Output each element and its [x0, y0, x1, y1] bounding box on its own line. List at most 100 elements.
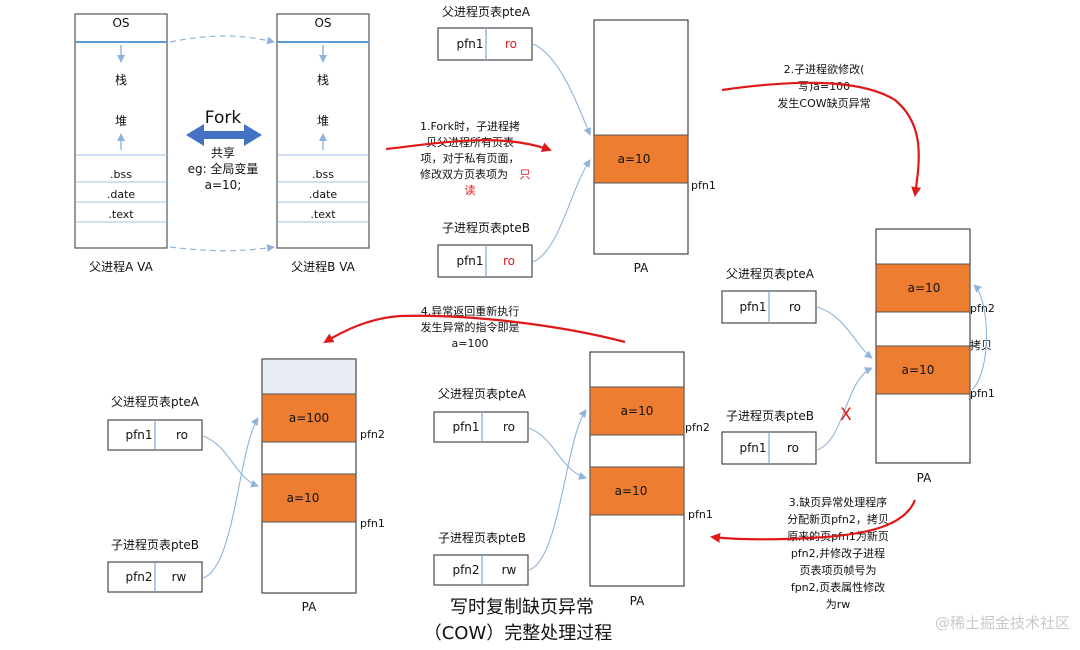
va-a-caption: 父进程A VA: [89, 259, 153, 274]
stage1-flow-arrow: [385, 139, 552, 153]
stage3: 父进程页表pteA pfn1 ro 子进程页表pteB pfn1 ro a=10…: [710, 228, 995, 611]
mid-page2-value: a=10: [621, 404, 654, 418]
mid-pte-a-pfn: pfn1: [452, 420, 479, 434]
stage3-page-pfn2: [875, 263, 971, 313]
stage3-flow-arrow: [710, 499, 917, 543]
stage4-pte-b-title: 子进程页表pteB: [111, 537, 199, 552]
stage-mid: 父进程页表pteA pfn1 ro 子进程页表pteB pfn2 rw a=10…: [433, 351, 713, 608]
stage1-note-red1: 只: [520, 168, 531, 181]
fork-share: 共享: [211, 145, 235, 160]
stage3-pte-a-link: [816, 306, 873, 359]
stage1-pa-caption: PA: [634, 261, 649, 275]
va-b-stack: 栈: [317, 72, 329, 87]
stage1-pte-a-attr: ro: [505, 37, 517, 51]
stage1-pte-b-attr: ro: [503, 254, 515, 268]
va-a-date: .date: [107, 188, 136, 201]
mid-pte-a-link: [528, 427, 587, 480]
stage1-note-line3: 项，对于私有页面，: [421, 151, 520, 165]
stage2: 2.子进程欲修改( 写)a=100 发生COW缺页异常: [721, 62, 922, 197]
mid-page1-value: a=10: [615, 484, 648, 498]
stage1-note-red2: 读: [465, 183, 476, 197]
va-b-caption: 父进程B VA: [291, 259, 355, 274]
watermark: @稀土掘金技术社区: [935, 614, 1070, 632]
mid-pte-b: [433, 554, 529, 586]
va-a-os: OS: [112, 16, 129, 30]
stage4-pte-a-pfn: pfn1: [125, 428, 152, 442]
stage4-note-line1: 4.异常返回重新执行: [421, 304, 520, 318]
stage4-pte-a-link: [202, 435, 259, 488]
stage3-note-line7: 为rw: [826, 598, 851, 611]
stage1-pte-a: [437, 27, 533, 61]
stage3-page1-value: a=10: [902, 363, 935, 377]
mid-pa-caption: PA: [630, 594, 645, 608]
stage3-pte-b-link: [816, 367, 873, 451]
mid-pte-b-pfn: pfn2: [452, 563, 479, 577]
fork-var: a=10;: [205, 178, 242, 192]
va-a-heap: 堆: [115, 114, 127, 128]
stage1-pte-b: [437, 244, 533, 278]
footer-title-line1: 写时复制缺页异常: [450, 597, 594, 618]
stage3-note-line5: 页表项页帧号为: [800, 563, 877, 577]
stage3-note-line2: 分配新页pfn2，拷贝: [787, 512, 889, 526]
mid-pte-a: [433, 411, 529, 443]
stage1-pte-b-link: [532, 159, 591, 263]
stage3-pte-b-attr: ro: [787, 441, 799, 455]
stage3-cross: X: [840, 405, 852, 425]
va-b-bss: .bss: [312, 168, 334, 181]
va-b-heap: 堆: [317, 114, 329, 128]
va-b-text: .text: [310, 208, 336, 221]
stage3-copy-arrow: [971, 284, 987, 391]
mid-pte-a-attr: ro: [503, 420, 515, 434]
mid-page-pfn1: [589, 466, 685, 516]
va-a-bss: .bss: [110, 168, 132, 181]
stage4-pte-a-title: 父进程页表pteA: [111, 394, 200, 409]
stage1-pte-a-pfn: pfn1: [456, 37, 483, 51]
va-a-text: .text: [108, 208, 134, 221]
stage3-pfn1-label: pfn1: [970, 387, 995, 400]
stage3-pte-b-pfn: pfn1: [739, 441, 766, 455]
va-b-os: OS: [314, 16, 331, 30]
mid-pte-b-link: [528, 409, 587, 571]
stage4-pfn2-label: pfn2: [360, 428, 385, 441]
mid-pte-b-title: 子进程页表pteB: [438, 530, 526, 545]
stage4-pte-b-attr: rw: [172, 570, 187, 584]
stage3-pte-a-pfn: pfn1: [739, 300, 766, 314]
fork-arrow: Fork 共享 eg: 全局变量 a=10;: [186, 108, 262, 192]
stage4-pte-b-link: [202, 417, 259, 579]
footer-title-line2: （COW）完整处理过程: [424, 623, 613, 644]
stage1: 父进程页表pteA pfn1 ro 子进程页表pteB pfn1 ro a=10…: [385, 4, 716, 278]
mid-pfn2-label: pfn2: [685, 421, 710, 434]
stage1-pte-b-pfn: pfn1: [456, 254, 483, 268]
stage3-note-line4: pfn2,并修改子进程: [791, 546, 885, 560]
stage3-pte-a-attr: ro: [789, 300, 801, 314]
va-a-stack: 栈: [115, 72, 127, 87]
stage1-pfn1-label: pfn1: [691, 179, 716, 192]
stage4-note-line3: a=100: [452, 337, 489, 350]
stage1-pte-a-link: [532, 43, 592, 136]
stage4-page2-value: a=100: [289, 411, 329, 425]
stage3-pte-b-title: 子进程页表pteB: [726, 408, 814, 423]
stage1-note-line2: 贝父进程所有页表: [426, 135, 514, 149]
stage3-note-line1: 3.缺页异常处理程序: [789, 495, 888, 509]
mid-page-pfn2: [589, 386, 685, 436]
stage1-pte-b-title: 子进程页表pteB: [442, 220, 530, 235]
stage4-note-line2: 发生异常的指令即是: [421, 320, 520, 334]
mid-pfn1-label: pfn1: [688, 508, 713, 521]
stage4: 父进程页表pteA pfn1 ro 子进程页表pteB pfn2 rw a=10…: [107, 304, 626, 614]
stage4-page1-value: a=10: [287, 491, 320, 505]
stage3-page2-value: a=10: [908, 281, 941, 295]
stage4-page-pfn2: [261, 393, 357, 443]
va-bottom-dashed-link: [169, 244, 275, 252]
stage4-pte-a-attr: ro: [176, 428, 188, 442]
stage4-pa-caption: PA: [302, 600, 317, 614]
stage1-pte-a-title: 父进程页表pteA: [442, 4, 531, 19]
mid-pte-a-title: 父进程页表pteA: [438, 386, 527, 401]
va-os-dashed-link: [169, 35, 275, 45]
stage4-pfn1-label: pfn1: [360, 517, 385, 530]
stage4-pte-b-pfn: pfn2: [125, 570, 152, 584]
stage3-copy-label: 拷贝: [970, 338, 992, 352]
stage2-note-line3: 发生COW缺页异常: [777, 96, 870, 110]
stage1-note-line4: 修改双方页表项为: [420, 167, 508, 181]
